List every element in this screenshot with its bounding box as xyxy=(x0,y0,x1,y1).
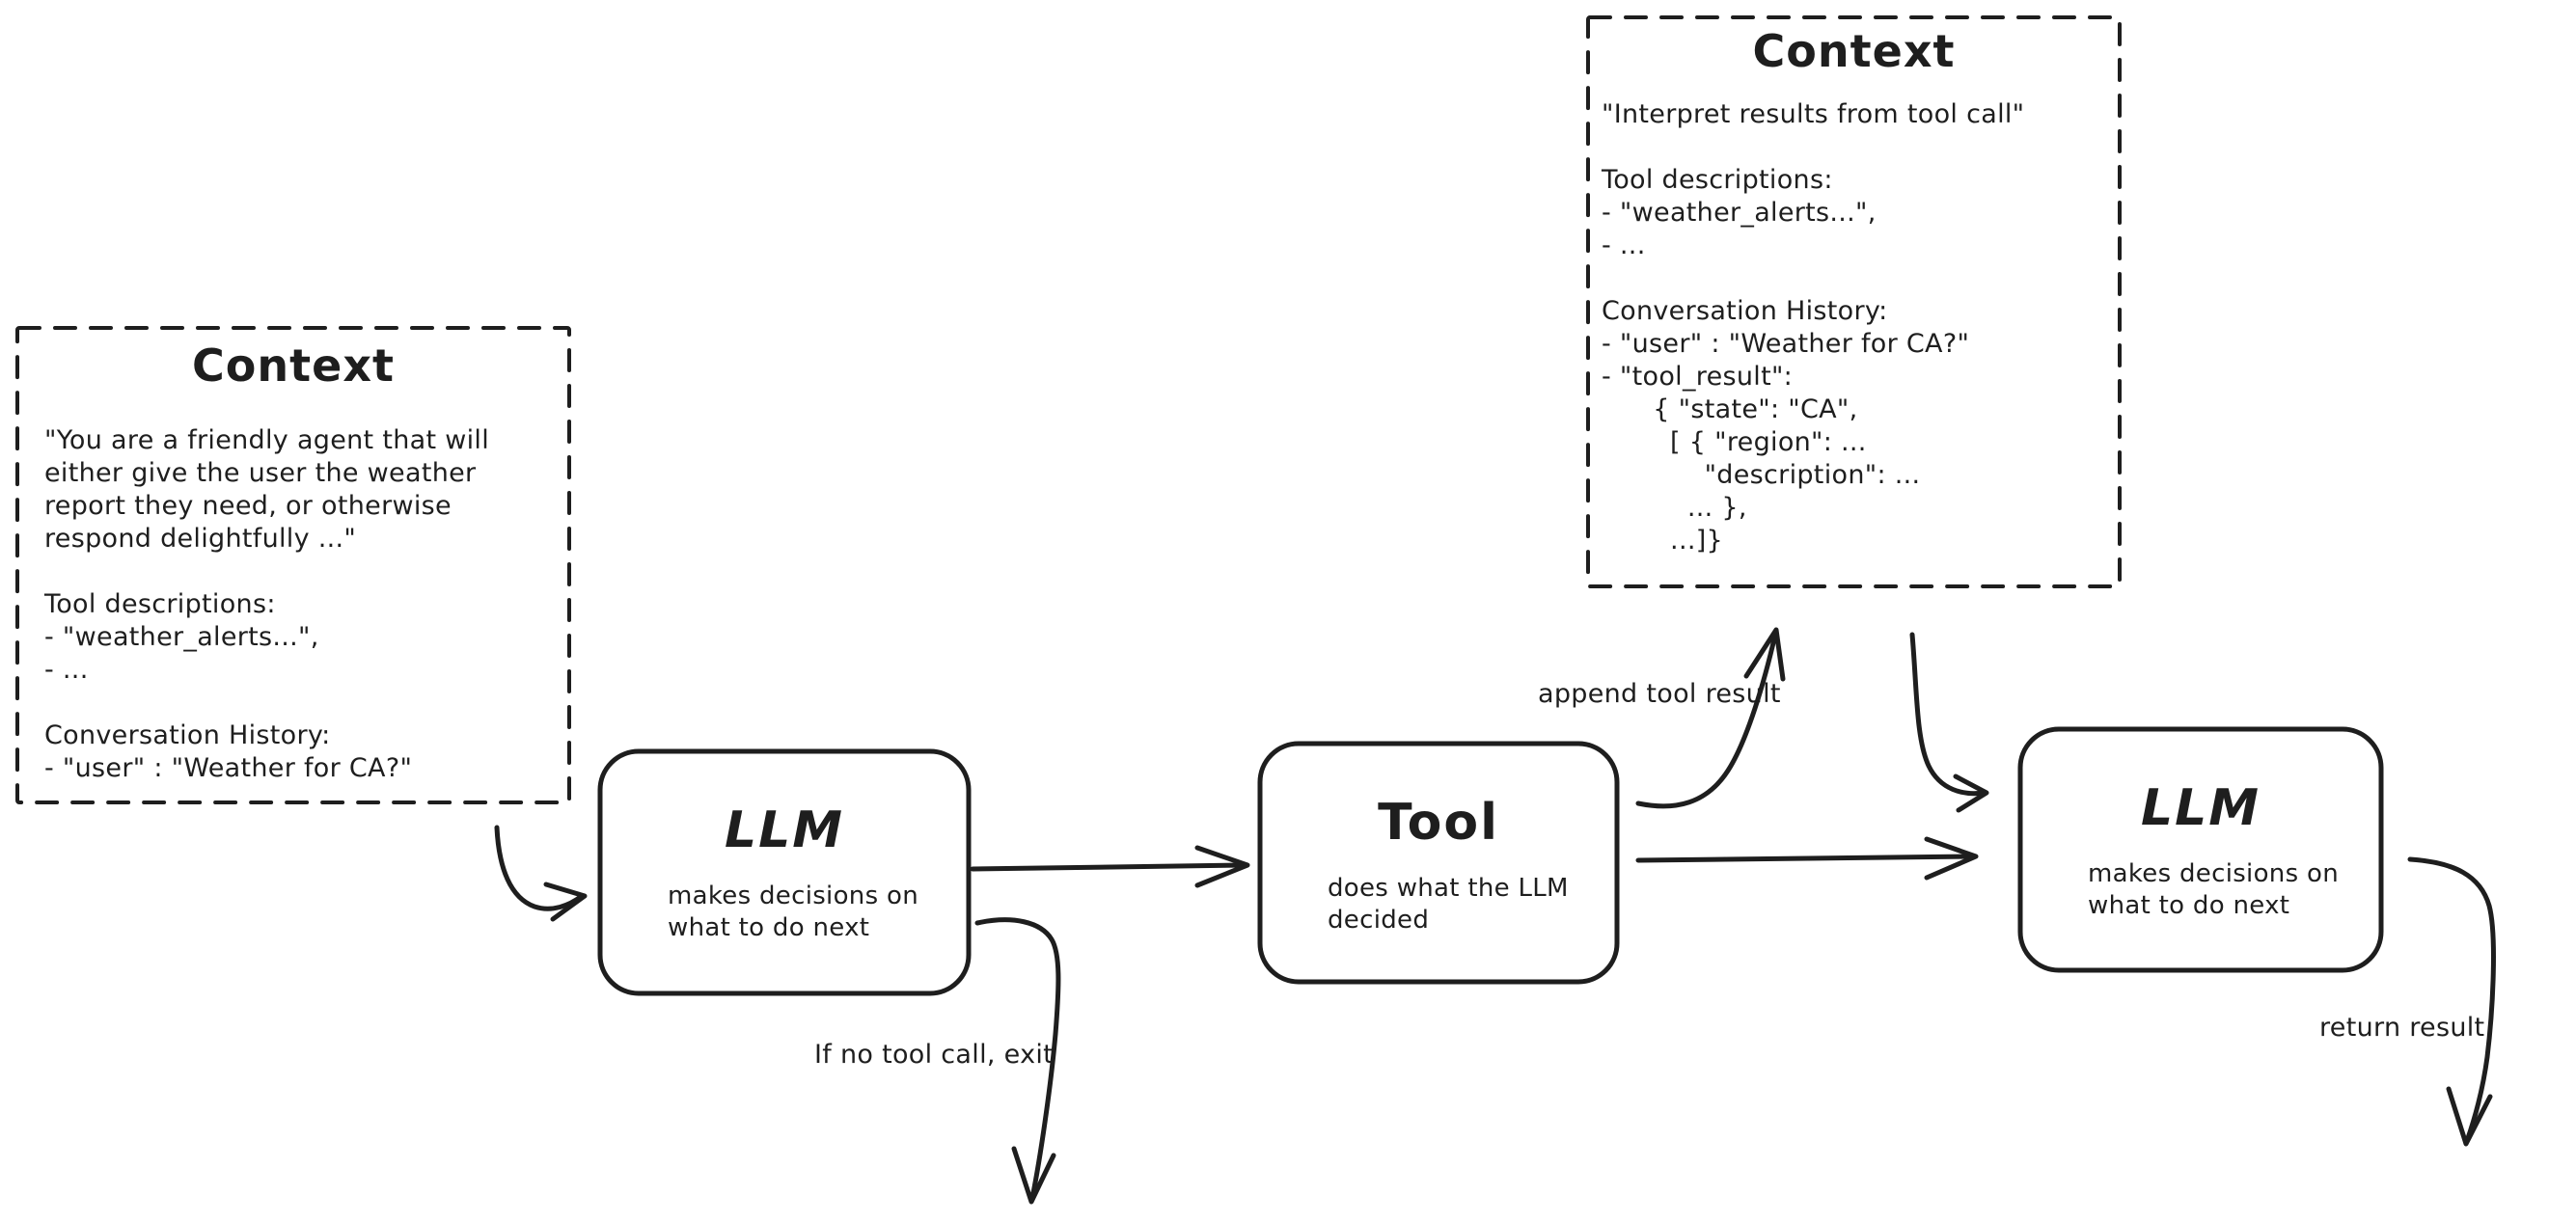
context-text-line: Conversation History: xyxy=(44,720,331,750)
context-text-line: - ... xyxy=(1602,231,1646,260)
tool-node-border xyxy=(1257,741,1620,985)
context-text-line xyxy=(1602,131,2024,164)
context-text-line: - "weather_alerts...", xyxy=(1602,198,1877,228)
context-text-line: Conversation History: xyxy=(1602,296,1888,326)
edge-label-append-tool-result: append tool result xyxy=(1538,679,1781,709)
llm-node-1-border xyxy=(597,748,972,996)
context-text-line: Tool descriptions: xyxy=(1602,165,1833,195)
arrow-llm2-return xyxy=(2407,856,2496,1147)
context-text-line: - "tool_result": xyxy=(1602,362,1794,392)
context-text-line: report they need, or otherwise xyxy=(44,491,452,521)
llm-node-1-subtitle: makes decisions on what to do next xyxy=(668,882,918,942)
context-right-body: "Interpret results from tool call" Tool d… xyxy=(1602,98,2024,557)
context-text-line: either give the user the weather xyxy=(44,458,477,488)
context-text-line: - "user" : "Weather for CA?" xyxy=(1602,329,1970,359)
context-left-title: Context xyxy=(192,339,395,392)
llm-node-1-title: LLM xyxy=(724,801,844,859)
llm-node-2-border xyxy=(2017,726,2384,973)
context-text-line xyxy=(1602,262,2024,295)
llm-node-2: LLM makes decisions on what to do next xyxy=(2020,729,2381,970)
arrow-context-to-llm1 xyxy=(494,825,588,922)
context-box-left-border xyxy=(15,326,571,804)
arrow-llm1-to-tool xyxy=(970,845,1250,888)
tool-node-subtitle: does what the LLM decided xyxy=(1328,874,1569,935)
context-text-line xyxy=(44,556,489,588)
context-text-line: ... }, xyxy=(1602,493,1747,523)
arrow-context-to-llm2 xyxy=(1909,632,1989,813)
context-right-title: Context xyxy=(1752,25,1956,77)
context-text-line: respond delightfully ..." xyxy=(44,524,357,554)
context-text-line: Tool descriptions: xyxy=(44,589,276,619)
llm-node-2-subtitle: makes decisions on what to do next xyxy=(2088,859,2339,920)
context-text-line: { "state": "CA", xyxy=(1602,394,1858,424)
context-text-line: [ { "region": ... xyxy=(1602,427,1867,457)
arrow-llm1-exit xyxy=(974,917,1061,1205)
context-text-line: - "user" : "Weather for CA?" xyxy=(44,753,413,783)
context-text-line xyxy=(44,687,489,719)
context-text-line: "Interpret results from tool call" xyxy=(1602,99,2025,129)
context-text-line: "You are a friendly agent that will xyxy=(44,425,490,455)
tool-node: Tool does what the LLM decided xyxy=(1260,744,1617,982)
edge-label-no-tool-call-exit: If no tool call, exit xyxy=(814,1040,1055,1070)
llm-node-2-title: LLM xyxy=(2140,779,2261,837)
context-box-right-border xyxy=(1586,15,2122,588)
arrow-tool-to-llm2 xyxy=(1635,836,1979,881)
tool-node-title: Tool xyxy=(1378,794,1499,852)
context-text-line: - ... xyxy=(44,655,89,685)
arrow-tool-to-context xyxy=(1635,627,1786,809)
context-text-line: ...]} xyxy=(1602,526,1724,556)
llm-node-1: LLM makes decisions on what to do next xyxy=(600,751,969,993)
context-text-line: - "weather_alerts...", xyxy=(44,622,319,652)
context-text-line: "description": ... xyxy=(1602,460,1921,490)
edge-label-return-result: return result xyxy=(2319,1013,2485,1043)
